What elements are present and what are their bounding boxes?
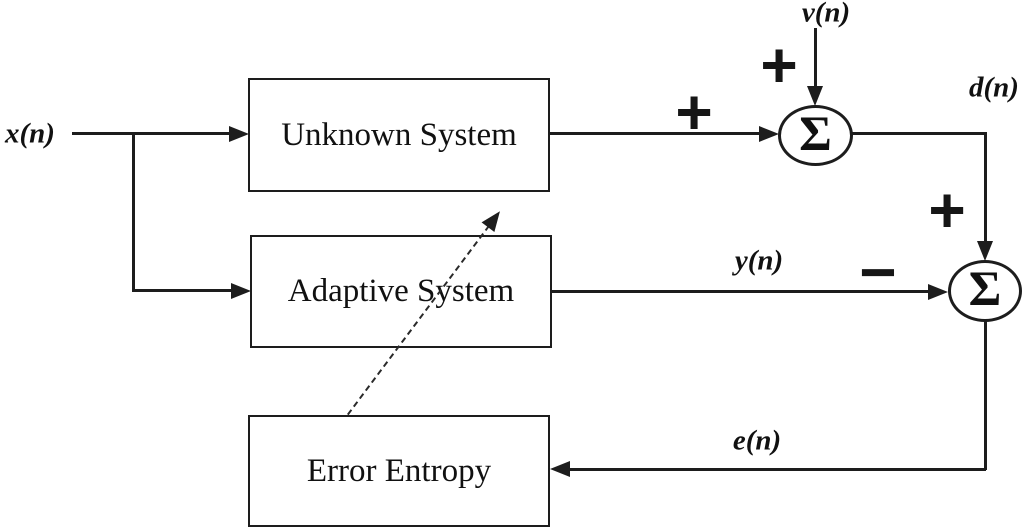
arrowhead-into-error-entropy-icon <box>550 461 570 477</box>
line-error-horizontal <box>568 468 986 471</box>
error-entropy-label: Error Entropy <box>306 452 492 489</box>
line-adaptive-output <box>552 290 929 293</box>
line-input-branch-horizontal <box>132 289 232 292</box>
line-error-vertical <box>984 320 987 470</box>
line-noise-input <box>814 28 817 88</box>
label-noise-signal: v(n) <box>801 0 851 29</box>
arrowhead-into-adaptive-icon <box>231 283 251 299</box>
line-desired-vertical <box>984 132 987 242</box>
summer-node-1: Σ <box>778 105 853 166</box>
label-input-signal: x(n) <box>5 117 55 150</box>
sigma-symbol: Σ <box>968 260 1002 316</box>
arrowhead-noise-into-summer1-icon <box>807 86 823 106</box>
arrowhead-into-summer1-icon <box>759 126 779 142</box>
block-unknown-system: Unknown System <box>248 78 550 192</box>
adaptive-system-label: Adaptive System <box>287 273 515 309</box>
block-adaptive-system: Adaptive System <box>250 235 552 348</box>
arrowhead-desired-into-summer2-icon <box>977 241 993 261</box>
label-desired-signal: d(n) <box>969 71 1019 104</box>
line-input-branch-vertical <box>132 132 135 291</box>
label-output-signal: y(n) <box>734 244 784 277</box>
unknown-system-label: Unknown System <box>281 116 517 153</box>
plus-sign-unknown-output: + <box>675 76 713 148</box>
dashed-arrowhead-icon <box>481 206 506 232</box>
minus-sign-output: − <box>859 236 897 308</box>
arrowhead-into-unknown-icon <box>229 126 249 142</box>
arrowhead-output-into-summer2-icon <box>928 284 948 300</box>
summer-node-2: Σ <box>948 260 1022 322</box>
block-error-entropy: Error Entropy <box>248 415 550 527</box>
line-unknown-output <box>550 132 762 135</box>
plus-sign-noise: + <box>760 29 798 101</box>
label-error-signal: e(n) <box>732 424 782 457</box>
sigma-symbol: Σ <box>799 104 832 161</box>
line-input-main <box>72 132 232 135</box>
line-desired-horizontal <box>851 132 987 135</box>
plus-sign-desired: + <box>928 174 966 246</box>
